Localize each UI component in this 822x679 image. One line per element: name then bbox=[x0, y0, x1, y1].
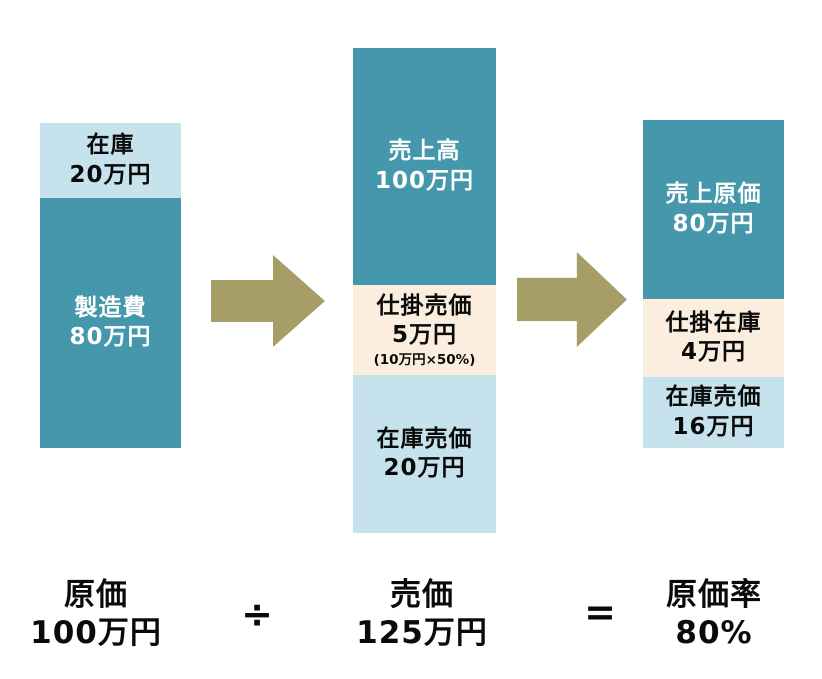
arrow-right-icon bbox=[211, 255, 325, 347]
segment-value: 16万円 bbox=[672, 413, 755, 440]
inventory-price-segment: 在庫売価 20万円 bbox=[353, 375, 496, 533]
cost-bar: 在庫 20万円 製造費 80万円 bbox=[40, 123, 181, 448]
segment-value: 100万円 bbox=[374, 167, 474, 194]
selling-price-bar: 売上高 100万円 仕掛売価 5万円 (10万円×50%) 在庫売価 20万円 bbox=[353, 48, 496, 533]
cost-ratio-term: 原価率 80% bbox=[614, 577, 814, 652]
cost-ratio-term-label: 原価率 bbox=[666, 577, 762, 613]
segment-label: 売上原価 bbox=[665, 181, 762, 208]
cost-term: 原価 100万円 bbox=[0, 577, 196, 652]
segment-note: (10万円×50%) bbox=[373, 351, 476, 368]
segment-label: 製造費 bbox=[74, 294, 147, 321]
price-term-label: 売価 bbox=[390, 577, 454, 613]
equals-operator: = bbox=[584, 590, 616, 634]
manufacturing-cost-segment: 製造費 80万円 bbox=[40, 198, 181, 448]
segment-label: 売上高 bbox=[388, 138, 461, 165]
price-term: 売価 125万円 bbox=[322, 577, 522, 652]
segment-value: 5万円 bbox=[391, 322, 457, 349]
segment-label: 在庫売価 bbox=[376, 425, 473, 452]
segment-value: 20万円 bbox=[69, 161, 152, 188]
cost-ratio-term-value: 80% bbox=[675, 614, 753, 651]
segment-label: 在庫売価 bbox=[665, 384, 762, 411]
inventory-segment: 在庫 20万円 bbox=[40, 123, 181, 198]
inventory-at-price-segment: 在庫売価 16万円 bbox=[643, 377, 784, 448]
cost-term-label: 原価 bbox=[64, 577, 128, 613]
cost-of-sales-bar: 売上原価 80万円 仕掛在庫 4万円 在庫売価 16万円 bbox=[643, 120, 784, 448]
arrow-right-icon bbox=[517, 252, 627, 347]
segment-value: 80万円 bbox=[672, 210, 755, 237]
segment-value: 80万円 bbox=[69, 324, 152, 350]
price-term-value: 125万円 bbox=[356, 614, 488, 651]
cost-term-value: 100万円 bbox=[30, 614, 162, 651]
sales-segment: 売上高 100万円 bbox=[353, 48, 496, 285]
segment-value: 4万円 bbox=[680, 339, 746, 365]
segment-label: 仕掛売価 bbox=[376, 292, 473, 319]
segment-label: 仕掛在庫 bbox=[665, 309, 762, 336]
wip-price-segment: 仕掛売価 5万円 (10万円×50%) bbox=[353, 285, 496, 375]
cogs-segment: 売上原価 80万円 bbox=[643, 120, 784, 299]
wip-inventory-segment: 仕掛在庫 4万円 bbox=[643, 299, 784, 377]
segment-value: 20万円 bbox=[383, 455, 466, 481]
divide-operator: ÷ bbox=[241, 592, 273, 636]
segment-label: 在庫 bbox=[86, 132, 135, 159]
